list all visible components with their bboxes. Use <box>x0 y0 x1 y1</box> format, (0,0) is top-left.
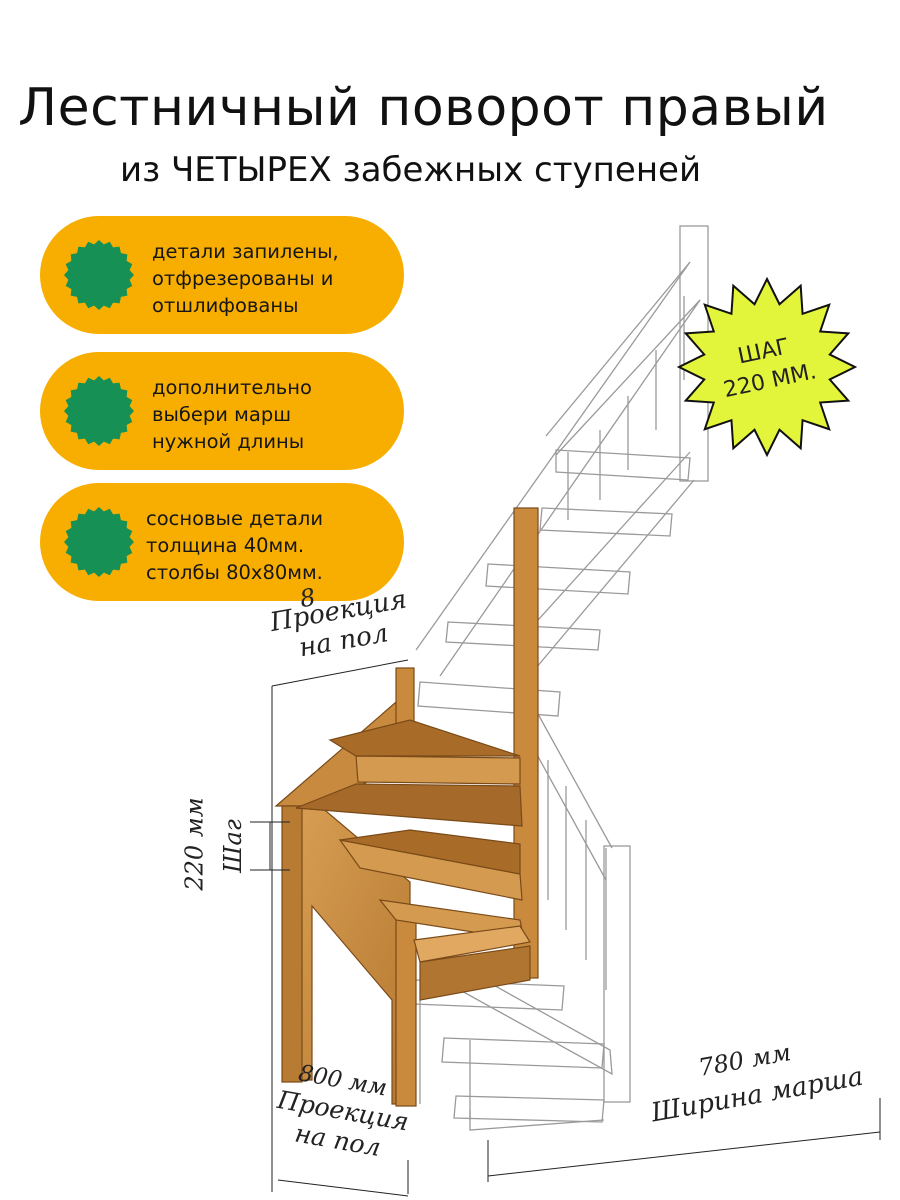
step-value: 220 мм <box>180 797 209 891</box>
page-subtitle: из ЧЕТЫРЕХ забежных ступеней <box>120 150 702 190</box>
feature-pill: сосновые детали толщина 40мм. столбы 80х… <box>40 483 404 601</box>
scalloped-seal-icon <box>64 240 134 310</box>
starburst-badge-icon <box>676 276 858 458</box>
badge-line2: 220 ММ. <box>721 359 819 404</box>
feature-text: дополнительно выбери марш нужной длины <box>152 376 312 453</box>
feature-pill: дополнительно выбери марш нужной длины <box>40 352 404 470</box>
scalloped-seal-icon <box>64 507 134 577</box>
step-label: Шаг <box>218 819 247 873</box>
scalloped-seal-icon <box>64 376 134 446</box>
badge-text: ШАГ 220 ММ. <box>659 259 875 475</box>
page-title: Лестничный поворот правый <box>18 78 829 138</box>
badge-line1: ШАГ <box>735 334 792 370</box>
feature-text: сосновые детали толщина 40мм. столбы 80х… <box>146 507 324 584</box>
feature-text: детали запилены, отфрезерованы и отшлифо… <box>152 240 339 317</box>
step-badge: ШАГ 220 ММ. <box>676 276 858 458</box>
feature-pill: детали запилены, отфрезерованы и отшлифо… <box>40 216 404 334</box>
